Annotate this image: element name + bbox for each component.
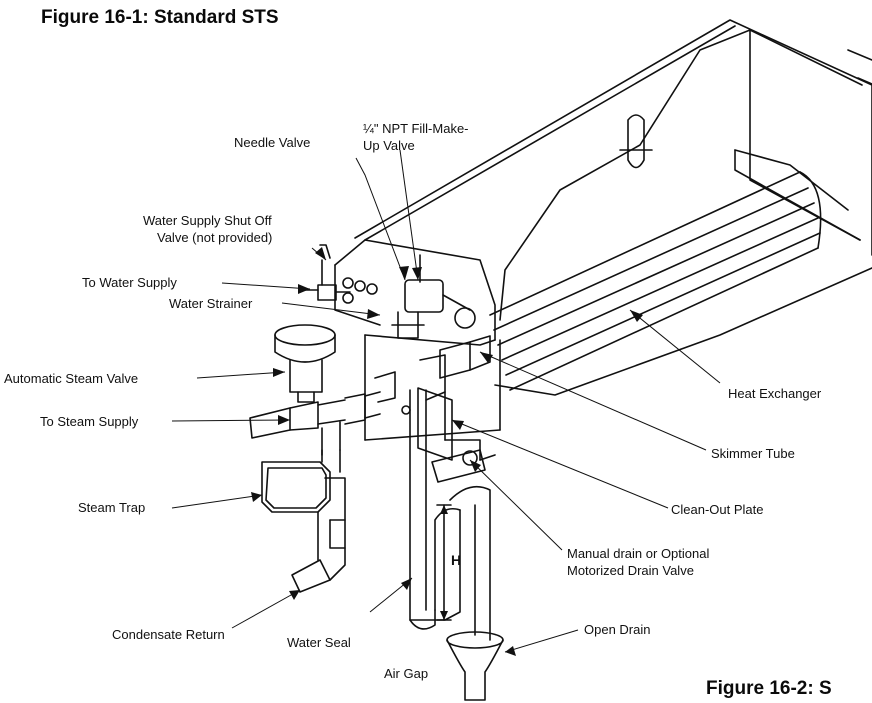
- heat-exchanger-tubes: [489, 171, 822, 391]
- auto-steam-valve: [274, 324, 336, 403]
- label-steam-trap: Steam Trap: [78, 500, 146, 515]
- label-clean-out-plate: Clean-Out Plate: [671, 502, 764, 517]
- tank-body: [354, 19, 872, 396]
- label-open-drain: Open Drain: [584, 622, 651, 637]
- water-supply-line: [299, 244, 351, 301]
- clean-out-plate: [401, 387, 453, 461]
- label-air-gap: Air Gap: [384, 666, 429, 681]
- label-water-seal: Water Seal: [287, 635, 351, 650]
- label-fill-makeup-valve-line2: Up Valve: [363, 138, 415, 153]
- label-to-water-supply: To Water Supply: [82, 275, 177, 290]
- arrowheads: [251, 247, 643, 656]
- label-water-strainer: Water Strainer: [169, 296, 253, 311]
- label-to-steam-supply: To Steam Supply: [40, 414, 139, 429]
- figure-title: Figure 16-1: Standard STS: [41, 7, 279, 28]
- label-fill-makeup-valve-line1: ¼" NPT Fill-Make-: [363, 121, 469, 136]
- skimmer-tube: [419, 335, 491, 393]
- steam-supply-pipe: [249, 371, 396, 456]
- label-manual-drain-line1: Manual drain or Optional: [567, 546, 710, 561]
- water-strainer: [391, 311, 425, 339]
- label-automatic-steam-valve: Automatic Steam Valve: [4, 371, 139, 386]
- label-skimmer-tube: Skimmer Tube: [711, 446, 795, 461]
- label-height-h: H: [451, 552, 462, 568]
- steam-trap-assembly: [261, 449, 346, 593]
- sensor: [619, 114, 653, 169]
- label-heat-exchanger: Heat Exchanger: [728, 386, 822, 401]
- label-manual-drain-line2: Motorized Drain Valve: [567, 563, 694, 578]
- label-shutoff-valve-line2: Valve (not provided): [157, 230, 273, 245]
- manual-drain-valve: [431, 449, 496, 483]
- water-seal: [409, 389, 491, 641]
- height-dimension: [436, 504, 452, 621]
- next-figure-title: Figure 16-2: S: [706, 678, 832, 699]
- open-drain-funnel: [446, 631, 504, 701]
- label-needle-valve: Needle Valve: [234, 135, 311, 150]
- fill-valve: [404, 254, 476, 329]
- label-shutoff-valve-line1: Water Supply Shut Off: [143, 213, 272, 228]
- leader-lines: [171, 149, 721, 653]
- label-condensate-return: Condensate Return: [112, 627, 225, 642]
